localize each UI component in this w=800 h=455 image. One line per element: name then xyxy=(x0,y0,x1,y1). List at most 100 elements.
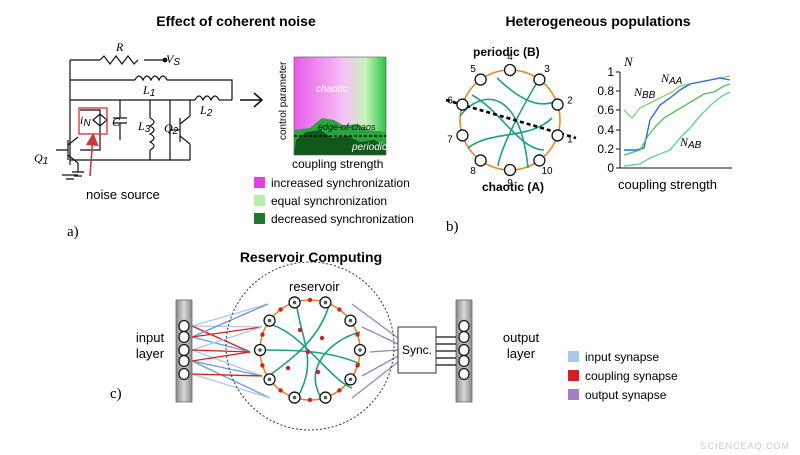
coupling-dot-13 xyxy=(278,388,283,393)
ring-label-chaotic: chaotic (A) xyxy=(482,180,544,194)
transistor-q2 xyxy=(170,115,191,145)
panel-a-title: Effect of coherent noise xyxy=(156,13,316,29)
output-node-1 xyxy=(458,319,470,333)
ring-node-8 xyxy=(474,154,487,167)
sync-legend: increased synchronization equal synchron… xyxy=(254,176,414,226)
output-node-2 xyxy=(458,330,470,344)
legend-label-decreased: decreased synchronization xyxy=(271,212,414,226)
legend-label-input: input synapse xyxy=(585,350,659,364)
heatmap-xlabel: coupling strength xyxy=(292,157,383,171)
sync-line-plot xyxy=(616,71,732,169)
sync-output-lines xyxy=(436,336,456,366)
heatmap-periodic: periodic xyxy=(351,142,387,153)
coupling-dot-1 xyxy=(307,297,313,303)
coupling-dot-19 xyxy=(278,307,283,312)
coupling-dot-17 xyxy=(260,332,265,337)
plot-ytick-1: 1 xyxy=(607,65,614,79)
inductor-l3 xyxy=(148,117,155,151)
output-node-4 xyxy=(458,354,470,368)
heatmap-edge: edge-of-chaos xyxy=(318,122,376,132)
inner-coupling-dot-3 xyxy=(285,365,291,371)
ring-node-label-10: 10 xyxy=(541,166,553,177)
input-synapses xyxy=(191,303,271,399)
rail-nodes xyxy=(178,319,470,381)
label-q1: Q1 xyxy=(34,151,48,167)
ring-node-label-8: 8 xyxy=(470,166,476,177)
heatmap-chaotic: chaotic xyxy=(316,84,348,95)
ring-node-label-5: 5 xyxy=(470,64,476,75)
panel-c-tag: c) xyxy=(110,386,122,402)
ring-label-periodic: periodic (B) xyxy=(473,45,540,59)
inductor-l1 xyxy=(134,75,168,82)
reservoir-nodes xyxy=(253,296,367,404)
label-q2: Q2 xyxy=(164,121,179,137)
coupling-dot-11 xyxy=(307,397,313,403)
watermark: SCIENCEAQ.COM xyxy=(700,441,790,451)
label-vs: VS xyxy=(166,52,180,68)
inner-coupling-dot-1 xyxy=(297,327,303,333)
label-in: iN xyxy=(80,113,91,129)
input-layer-label-2: layer xyxy=(136,346,165,361)
output-synapses xyxy=(351,303,399,399)
inner-coupling-dot-5 xyxy=(305,349,311,355)
legend-swatch-equal xyxy=(254,195,265,206)
inner-coupling-dot-2 xyxy=(319,335,325,341)
legend-swatch-coupling xyxy=(568,370,579,381)
ring-node-label-2: 2 xyxy=(567,96,573,107)
transistor-q1 xyxy=(56,136,79,164)
input-node-3 xyxy=(178,343,190,357)
reservoir-node-core-5 xyxy=(323,395,328,400)
coupling-dot-3 xyxy=(337,307,342,312)
reservoir-couplings xyxy=(261,299,361,403)
reservoir-node-core-3 xyxy=(358,348,362,352)
noise-source-label: noise source xyxy=(86,187,160,202)
label-l1: L1 xyxy=(142,83,155,99)
plot-ytick-0.2: 0.2 xyxy=(597,142,614,156)
input-node-5 xyxy=(178,367,190,381)
input-node-1 xyxy=(178,319,190,333)
output-layer-label-2: layer xyxy=(507,346,536,361)
label-r: R xyxy=(115,40,124,54)
output-layer-label-1: output xyxy=(503,330,540,345)
ring-node-label-9: 9 xyxy=(507,178,513,189)
ring-node-4 xyxy=(503,63,517,77)
reservoir-node-core-9 xyxy=(267,318,272,323)
inductor-l2 xyxy=(194,95,220,102)
oscillator-circuit xyxy=(56,55,233,180)
inner-coupling-dot-4 xyxy=(315,369,321,375)
legend-label-equal: equal synchronization xyxy=(271,194,387,208)
output-node-5 xyxy=(458,367,470,381)
capacitor-c xyxy=(113,100,127,140)
coupling-dot-5 xyxy=(355,332,360,337)
ring-node-label-4: 4 xyxy=(507,52,513,63)
ring-node-1 xyxy=(551,129,564,142)
plot-xlabel: coupling strength xyxy=(618,177,717,192)
reservoir-node-core-4 xyxy=(348,377,353,382)
label-c: C xyxy=(112,115,121,129)
oscillator-ring xyxy=(445,69,577,171)
ring-node-3 xyxy=(533,73,546,86)
plot-ytick-0: 0 xyxy=(607,161,614,175)
legend-label-coupling: coupling synapse xyxy=(585,369,678,383)
sync-box xyxy=(397,326,437,374)
sync-heatmap xyxy=(293,56,387,156)
noise-arrow xyxy=(85,132,99,177)
ring-node-9 xyxy=(503,163,517,177)
input-node-2 xyxy=(178,330,190,344)
plot-ylabel: N xyxy=(623,54,634,69)
panel-b-tag: b) xyxy=(446,219,459,235)
ring-node-label-1: 1 xyxy=(567,134,573,145)
panel-c-title: Reservoir Computing xyxy=(240,249,382,265)
ring-node-5 xyxy=(474,73,487,86)
legend-label-increased: increased synchronization xyxy=(271,176,410,190)
panel-a-tag: a) xyxy=(67,224,79,240)
arrow-right-icon xyxy=(240,92,264,108)
reservoir-boundary xyxy=(225,261,395,431)
plot-label-nbb: NBB xyxy=(633,85,656,101)
output-node-3 xyxy=(458,343,470,357)
coupling-dot-15 xyxy=(260,363,265,368)
ring-node-7 xyxy=(456,129,469,142)
